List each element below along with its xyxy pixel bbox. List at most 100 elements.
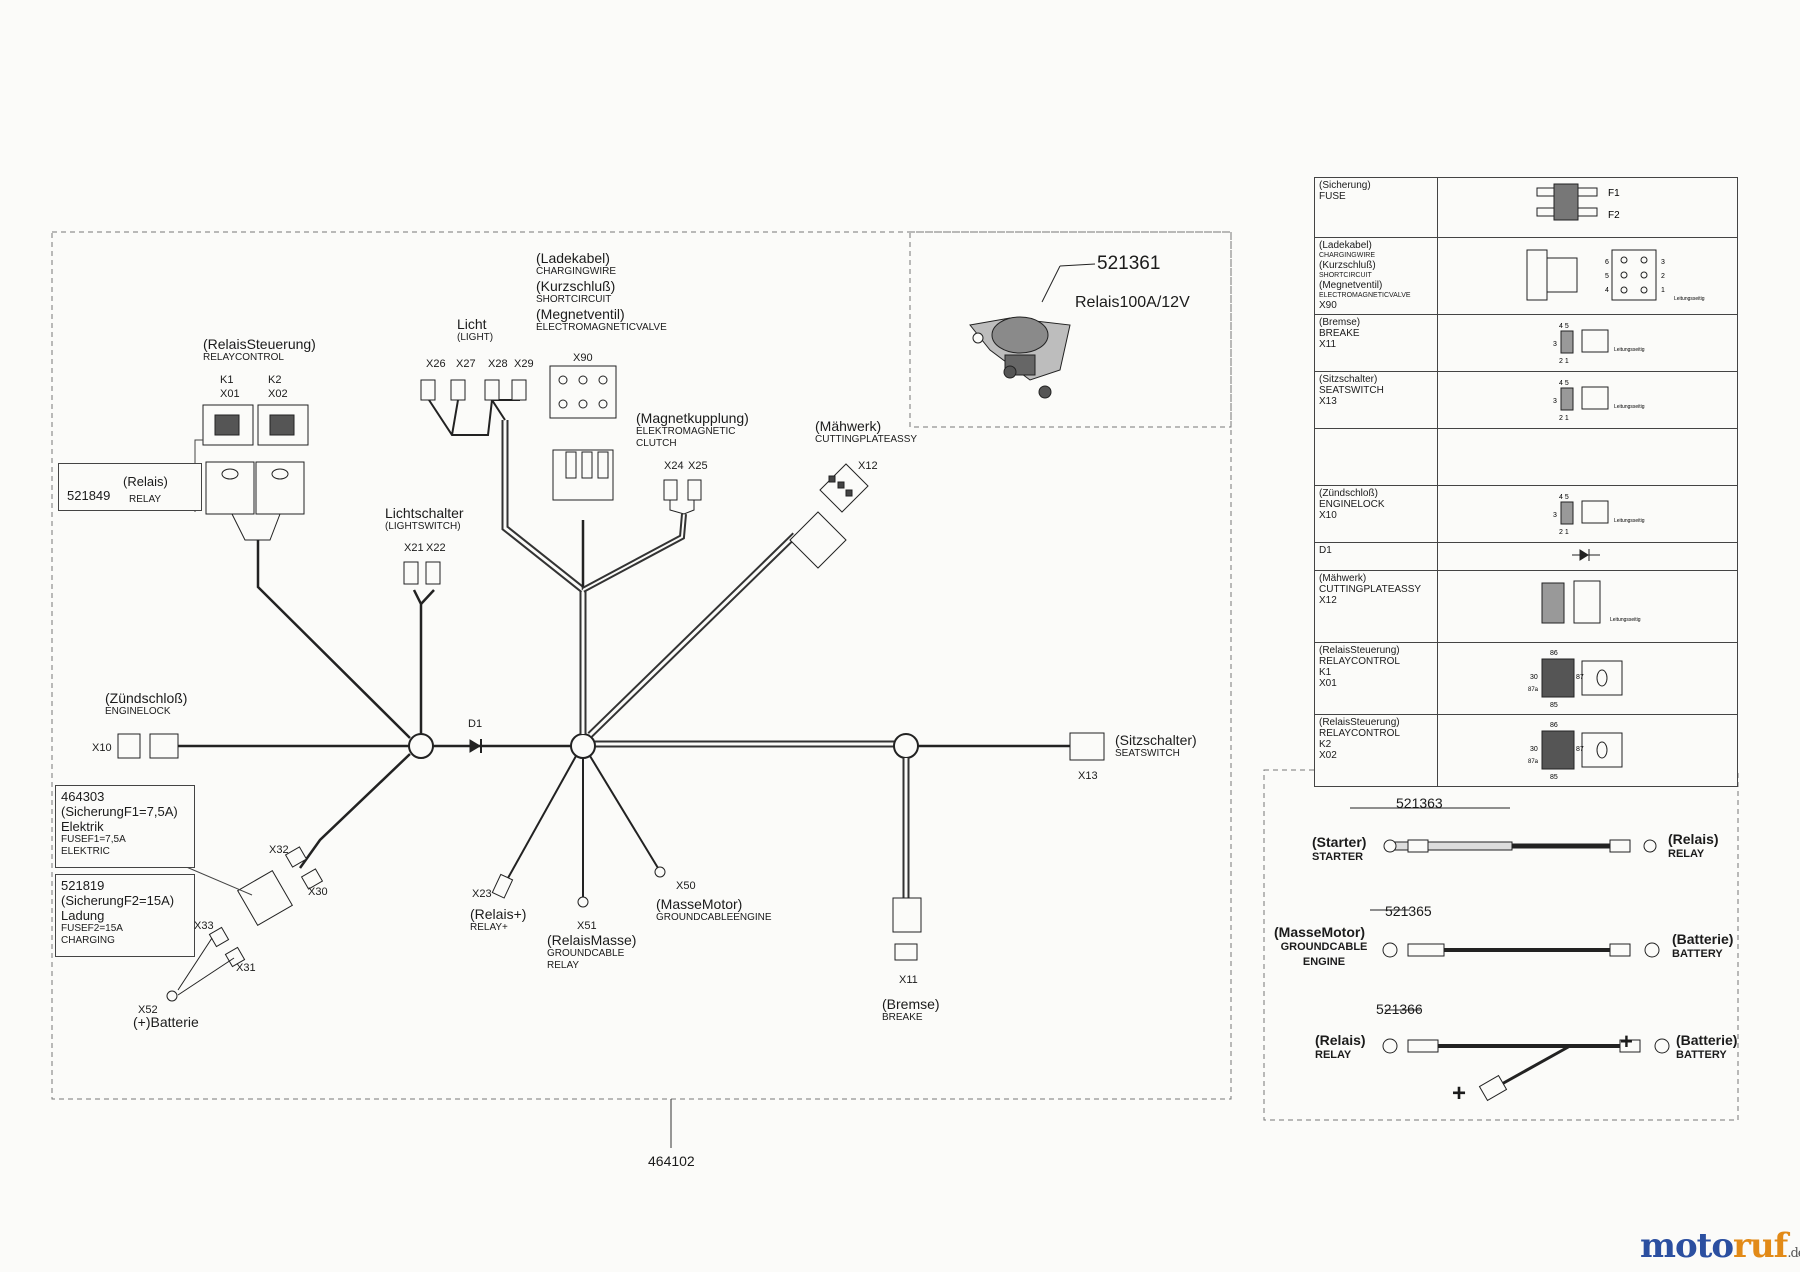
battery-plus-label: (+)Batterie xyxy=(133,1014,199,1030)
svg-text:30: 30 xyxy=(1530,746,1538,753)
table-line: CUTTINGPLATEASSY xyxy=(1319,584,1422,595)
relais-part-number: 521361 xyxy=(1097,253,1161,274)
k1-label: K1 xyxy=(220,374,234,386)
svg-text:F1: F1 xyxy=(1608,188,1620,199)
table-line: (Sicherung) xyxy=(1319,180,1371,191)
table-line: RELAYCONTROL xyxy=(1319,656,1400,667)
x13-label: X13 xyxy=(1078,770,1098,782)
table-line: (Bremse) xyxy=(1319,317,1361,328)
ignition-label: (Zündschloß)ENGINELOCK xyxy=(105,690,188,717)
cable-521365-left: (MasseMotor)GROUNDCABLE ENGINE xyxy=(1274,924,1368,969)
junction-node xyxy=(408,733,434,759)
lightswitch-connectors xyxy=(403,561,441,585)
mower-label: (Mähwerk)CUTTINGPLATEASSY xyxy=(815,418,918,445)
svg-text:2 1: 2 1 xyxy=(1559,358,1569,365)
diode-label: D1 xyxy=(468,718,483,730)
table-row: D1 xyxy=(1314,542,1738,571)
svg-text:87: 87 xyxy=(1576,674,1584,681)
table-line: X11 xyxy=(1319,339,1337,350)
table-line: SHORTCIRCUIT xyxy=(1319,272,1372,279)
svg-text:2 1: 2 1 xyxy=(1559,529,1569,536)
relay-control-label: (RelaisSteuerung)RELAYCONTROL xyxy=(203,336,316,363)
pin-x29: X29 xyxy=(514,358,534,370)
table-line: (Megnetventil) xyxy=(1319,280,1383,291)
x23-label: X23 xyxy=(472,888,492,900)
part-number-main: 464102 xyxy=(648,1153,695,1169)
connector-icon xyxy=(1442,431,1732,480)
svg-text:85: 85 xyxy=(1550,702,1558,709)
table-desc-cell xyxy=(1314,428,1438,486)
svg-text:3: 3 xyxy=(1553,341,1557,348)
svg-text:86: 86 xyxy=(1550,650,1558,657)
svg-text:87a: 87a xyxy=(1528,687,1539,693)
svg-text:F2: F2 xyxy=(1608,210,1620,221)
junction-node xyxy=(570,733,596,759)
lightswitch-label: Lichtschalter(LIGHTSWITCH) xyxy=(385,505,464,532)
wire-clutch xyxy=(581,513,687,593)
table-line: RELAYCONTROL xyxy=(1319,728,1400,739)
table-line: FUSE xyxy=(1319,191,1346,202)
svg-text:4 5: 4 5 xyxy=(1559,323,1569,330)
relais-100a xyxy=(969,263,1096,399)
table-line: ENGINELOCK xyxy=(1319,499,1385,510)
pin-x21: X21 xyxy=(404,542,424,554)
x33-label: X33 xyxy=(194,920,214,932)
table-line: K2 xyxy=(1319,739,1332,750)
table-line: BREAKE xyxy=(1319,328,1360,339)
logo-tld: .de xyxy=(1787,1246,1800,1261)
connector-icon: 86 30 87 87a 85 xyxy=(1528,650,1623,709)
site-logo: motoruf.de xyxy=(1640,1226,1800,1266)
pin-x27: X27 xyxy=(456,358,476,370)
table-line: X10 xyxy=(1319,510,1337,521)
table-line: (Zündschloß) xyxy=(1319,488,1378,499)
table-line: X13 xyxy=(1319,396,1337,407)
light-label: Licht(LIGHT) xyxy=(457,316,494,343)
svg-text:4 5: 4 5 xyxy=(1559,494,1569,501)
x01-label: X01 xyxy=(220,388,240,400)
cable-521366 xyxy=(1382,1009,1670,1102)
pin-x24: X24 xyxy=(664,460,684,472)
diode-symbol xyxy=(469,739,482,753)
table-line: K1 xyxy=(1319,667,1332,678)
ring-terminals xyxy=(166,866,666,1002)
svg-text:Leitungsseitig: Leitungsseitig xyxy=(1610,617,1641,623)
logo-accent: ruf xyxy=(1733,1226,1788,1266)
x02-label: X02 xyxy=(268,388,288,400)
pin-x22: X22 xyxy=(426,542,446,554)
x90-label: X90 xyxy=(573,352,593,364)
svg-text:5: 5 xyxy=(1605,273,1609,280)
x30-label: X30 xyxy=(308,886,328,898)
table-row xyxy=(1314,428,1738,486)
svg-text:87: 87 xyxy=(1576,746,1584,753)
table-line: (RelaisSteuerung) xyxy=(1319,717,1400,728)
pin-x25: X25 xyxy=(688,460,708,472)
cable-521365-right: (Batterie)BATTERY xyxy=(1672,931,1734,961)
x11-label: X11 xyxy=(899,974,918,986)
seatswitch-label: (Sitzschalter)SEATSWITCH xyxy=(1115,732,1197,759)
x52-label: X52 xyxy=(138,1004,158,1016)
table-pic-cell: 86 30 87 87a 85 xyxy=(1437,642,1738,715)
x90-connector xyxy=(549,365,617,501)
table-line: (RelaisSteuerung) xyxy=(1319,645,1400,656)
plus-sign-right: + xyxy=(1620,1029,1633,1054)
svg-text:30: 30 xyxy=(1530,674,1538,681)
x12-label: X12 xyxy=(858,460,878,472)
cable-521366-number: 521366 xyxy=(1376,1001,1423,1017)
engine-ground-label: (MasseMotor)GROUNDCABLEENGINE xyxy=(656,896,772,923)
wire-engine-ground xyxy=(589,755,659,869)
cable-521363-number: 521363 xyxy=(1396,795,1443,811)
